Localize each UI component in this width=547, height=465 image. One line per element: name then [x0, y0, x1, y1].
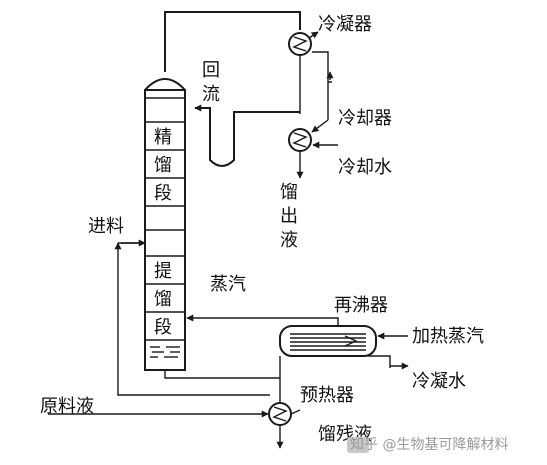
distillate-label-2: 出: [280, 206, 298, 227]
condenser-cooling-return: [312, 51, 332, 83]
cooler-label: 冷却器: [338, 108, 392, 129]
distillate-label-3: 液: [280, 230, 298, 251]
watermark: 知乎 @生物基可降解材料: [347, 436, 508, 453]
rectifying-label-1: 精: [154, 127, 172, 148]
reflux-line: [194, 104, 300, 167]
feed-label: 进料: [88, 216, 124, 237]
stripping-label-1: 提: [154, 261, 172, 282]
bottoms-line: [164, 370, 280, 379]
feed-line: [114, 239, 270, 396]
watermark-text: 知乎 @生物基可降解材料: [350, 436, 508, 453]
stripping-label-3: 段: [154, 317, 172, 338]
reboiler-unit: [279, 325, 377, 357]
zhihu-logo-icon: [347, 437, 369, 453]
reboiler-label: 再沸器: [334, 295, 388, 316]
steam-label: 蒸汽: [210, 274, 246, 295]
distillate-label-1: 馏: [280, 182, 298, 203]
reboiler-icon: [279, 325, 377, 357]
cooling-water-label: 冷却水: [338, 157, 392, 178]
condensate-label: 冷凝水: [412, 371, 466, 392]
condenser-unit: [288, 31, 332, 120]
reboiler-vapor-return: [186, 314, 339, 326]
reflux-label-2: 流: [202, 84, 220, 105]
rectifying-label-3: 段: [154, 183, 172, 204]
overhead-vapor-line: [164, 11, 301, 72]
stripping-label-2: 馏: [154, 289, 172, 310]
preheater-unit: [268, 402, 301, 449]
condenser-label: 冷凝器: [318, 14, 372, 35]
raw-liquid-label: 原料液: [40, 396, 94, 417]
preheater-label: 预热器: [300, 385, 354, 406]
heating-steam-label: 加热蒸汽: [412, 326, 484, 347]
cooler-unit: [288, 119, 338, 179]
rectifying-label-2: 馏: [154, 155, 172, 176]
liquid-level-marks: [150, 346, 180, 358]
condensate-line: [368, 355, 391, 368]
reflux-label-1: 回: [202, 60, 220, 81]
